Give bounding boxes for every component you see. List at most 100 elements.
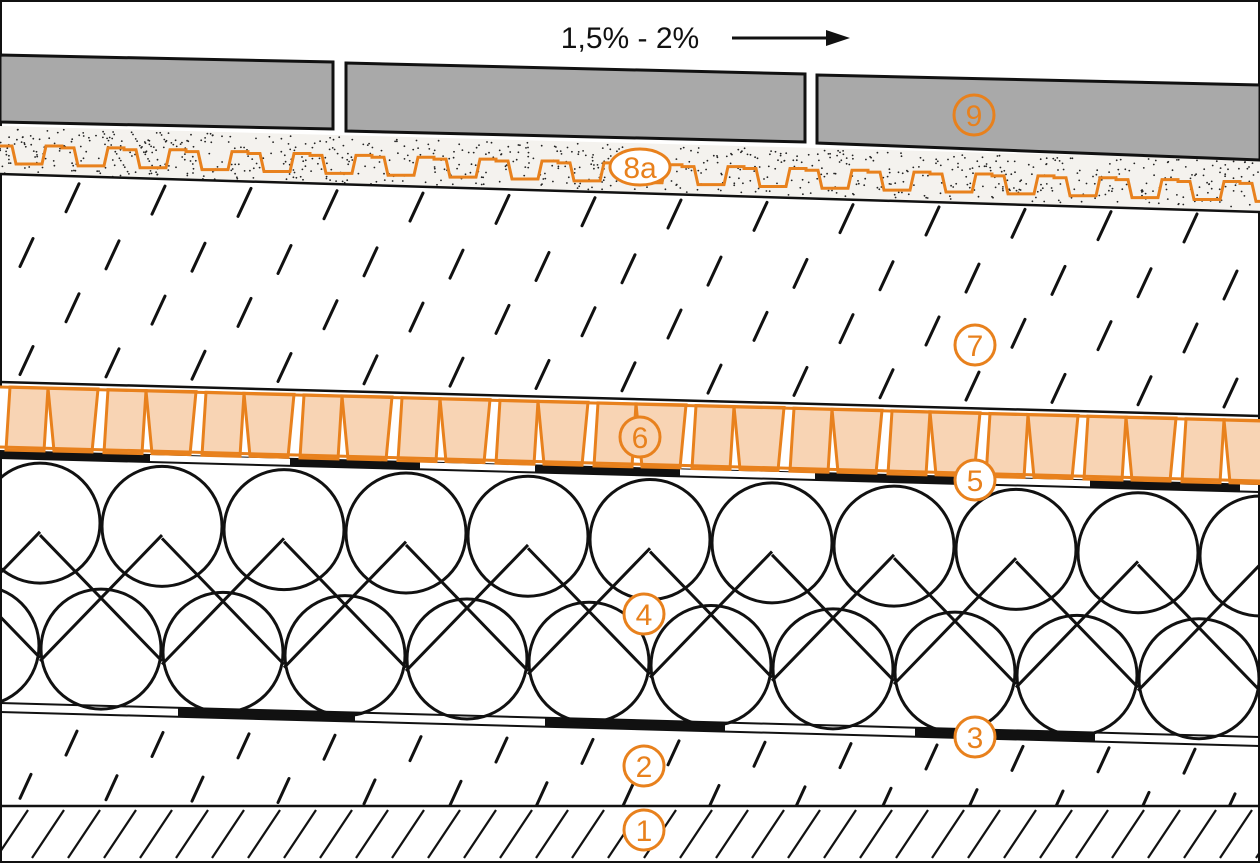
mortar-grain xyxy=(821,167,823,170)
mortar-grain xyxy=(456,167,458,170)
base-screed-hatch-mark xyxy=(104,774,119,802)
insulation-cross xyxy=(648,550,774,679)
mortar-grain xyxy=(1128,169,1131,172)
mortar-grain xyxy=(132,133,134,136)
mortar-grain xyxy=(16,138,18,141)
mortar-grain xyxy=(685,168,687,170)
mortar-grain xyxy=(1059,183,1062,185)
drainage-cell xyxy=(144,389,198,457)
mortar-grain xyxy=(115,153,118,155)
mortar-grain xyxy=(162,146,165,149)
mortar-grain xyxy=(1002,186,1004,188)
mortar-grain xyxy=(901,191,903,194)
mortar-grain xyxy=(616,150,618,153)
mortar-grain xyxy=(160,134,163,136)
mortar-grain xyxy=(983,165,986,168)
mortar-grain xyxy=(621,146,624,149)
screed-hatch-mark xyxy=(448,248,465,280)
mortar-grain xyxy=(362,143,365,146)
mortar-grain xyxy=(725,155,728,158)
mortar-grain xyxy=(593,164,595,166)
mortar-grain xyxy=(403,158,406,160)
mortar-grain xyxy=(46,130,49,132)
insulation-cross xyxy=(770,553,896,682)
mortar-grain xyxy=(23,143,26,146)
mortar-grain xyxy=(255,137,257,140)
mortar-grain xyxy=(63,145,66,147)
mortar-grain xyxy=(486,141,488,143)
mortar-grain xyxy=(147,158,149,160)
mortar-grain xyxy=(1191,174,1193,176)
mortar-grain xyxy=(319,140,321,143)
insulation-loop-bottom xyxy=(649,604,773,728)
mortar-grain xyxy=(122,164,125,166)
mortar-grain xyxy=(738,177,740,180)
mortar-grain xyxy=(310,170,312,173)
mortar-grain xyxy=(243,170,246,172)
mortar-grain xyxy=(1165,188,1168,191)
mortar-grain xyxy=(865,158,867,161)
mortar-grain xyxy=(779,154,782,157)
mortar-grain xyxy=(1111,187,1114,190)
mortar-grain xyxy=(328,148,331,151)
mortar-grain xyxy=(329,136,331,139)
drainage-cell xyxy=(536,399,590,467)
mortar-grain xyxy=(433,167,436,170)
mortar-grain xyxy=(800,161,803,164)
mortar-grain xyxy=(32,137,35,140)
mortar-grain xyxy=(324,156,327,159)
mortar-grain xyxy=(712,154,715,157)
mortar-grain xyxy=(1202,174,1205,177)
screed-hatch-mark xyxy=(104,239,121,271)
mortar-grain xyxy=(1052,157,1055,160)
mortar-grain xyxy=(1078,169,1081,172)
mortar-grain xyxy=(754,156,756,159)
mortar-grain xyxy=(936,160,939,163)
mortar-grain xyxy=(796,155,798,158)
mortar-grain xyxy=(897,171,900,174)
mortar-grain xyxy=(1045,183,1048,185)
drainage-cell xyxy=(1222,418,1260,486)
base-screed-hatch-mark xyxy=(878,786,893,806)
mortar-grain xyxy=(252,177,255,179)
mortar-grain xyxy=(179,143,182,146)
slab-hatch-line xyxy=(1039,809,1073,859)
mortar-grain xyxy=(1232,190,1235,192)
mortar-grain xyxy=(131,155,133,157)
mortar-grain xyxy=(432,152,435,155)
mortar-grain xyxy=(618,148,620,150)
mortar-grain xyxy=(437,139,440,142)
mortar-grain xyxy=(258,166,261,169)
mortar-grain xyxy=(347,163,350,166)
insulation-loop-top xyxy=(100,464,224,588)
mortar-grain xyxy=(926,197,929,199)
base-screed-hatch-mark xyxy=(236,732,251,760)
insulation-loop-bottom xyxy=(161,590,285,714)
screed-hatch-mark xyxy=(362,354,379,386)
mortar-grain xyxy=(690,149,692,152)
screed-hatch-mark xyxy=(878,260,895,292)
mortar-grain xyxy=(968,186,971,189)
mortar-grain xyxy=(78,134,81,137)
mortar-grain xyxy=(106,137,108,140)
mortar-grain xyxy=(1093,182,1096,185)
mortar-grain xyxy=(1076,172,1079,175)
mortar-grain xyxy=(5,153,8,156)
base-screed-hatch-mark xyxy=(792,785,807,806)
screed-hatch-mark xyxy=(752,310,769,342)
mortar-grain xyxy=(111,137,114,140)
mortar-grain xyxy=(181,141,183,144)
mortar-grain xyxy=(609,184,612,187)
callout-2-label: 2 xyxy=(636,751,653,784)
mortar-grain xyxy=(1071,157,1074,160)
mortar-grain xyxy=(255,162,258,165)
mortar-grain xyxy=(1116,200,1119,203)
screed-hatch-mark xyxy=(1050,372,1067,404)
mortar-grain xyxy=(590,163,593,166)
slab-hatch-line xyxy=(1147,809,1181,859)
mortar-grain xyxy=(7,162,10,165)
mortar-grain xyxy=(869,155,871,158)
mortar-grain xyxy=(249,169,251,172)
mortar-grain xyxy=(167,132,170,135)
insulation-loop-top xyxy=(0,461,102,585)
